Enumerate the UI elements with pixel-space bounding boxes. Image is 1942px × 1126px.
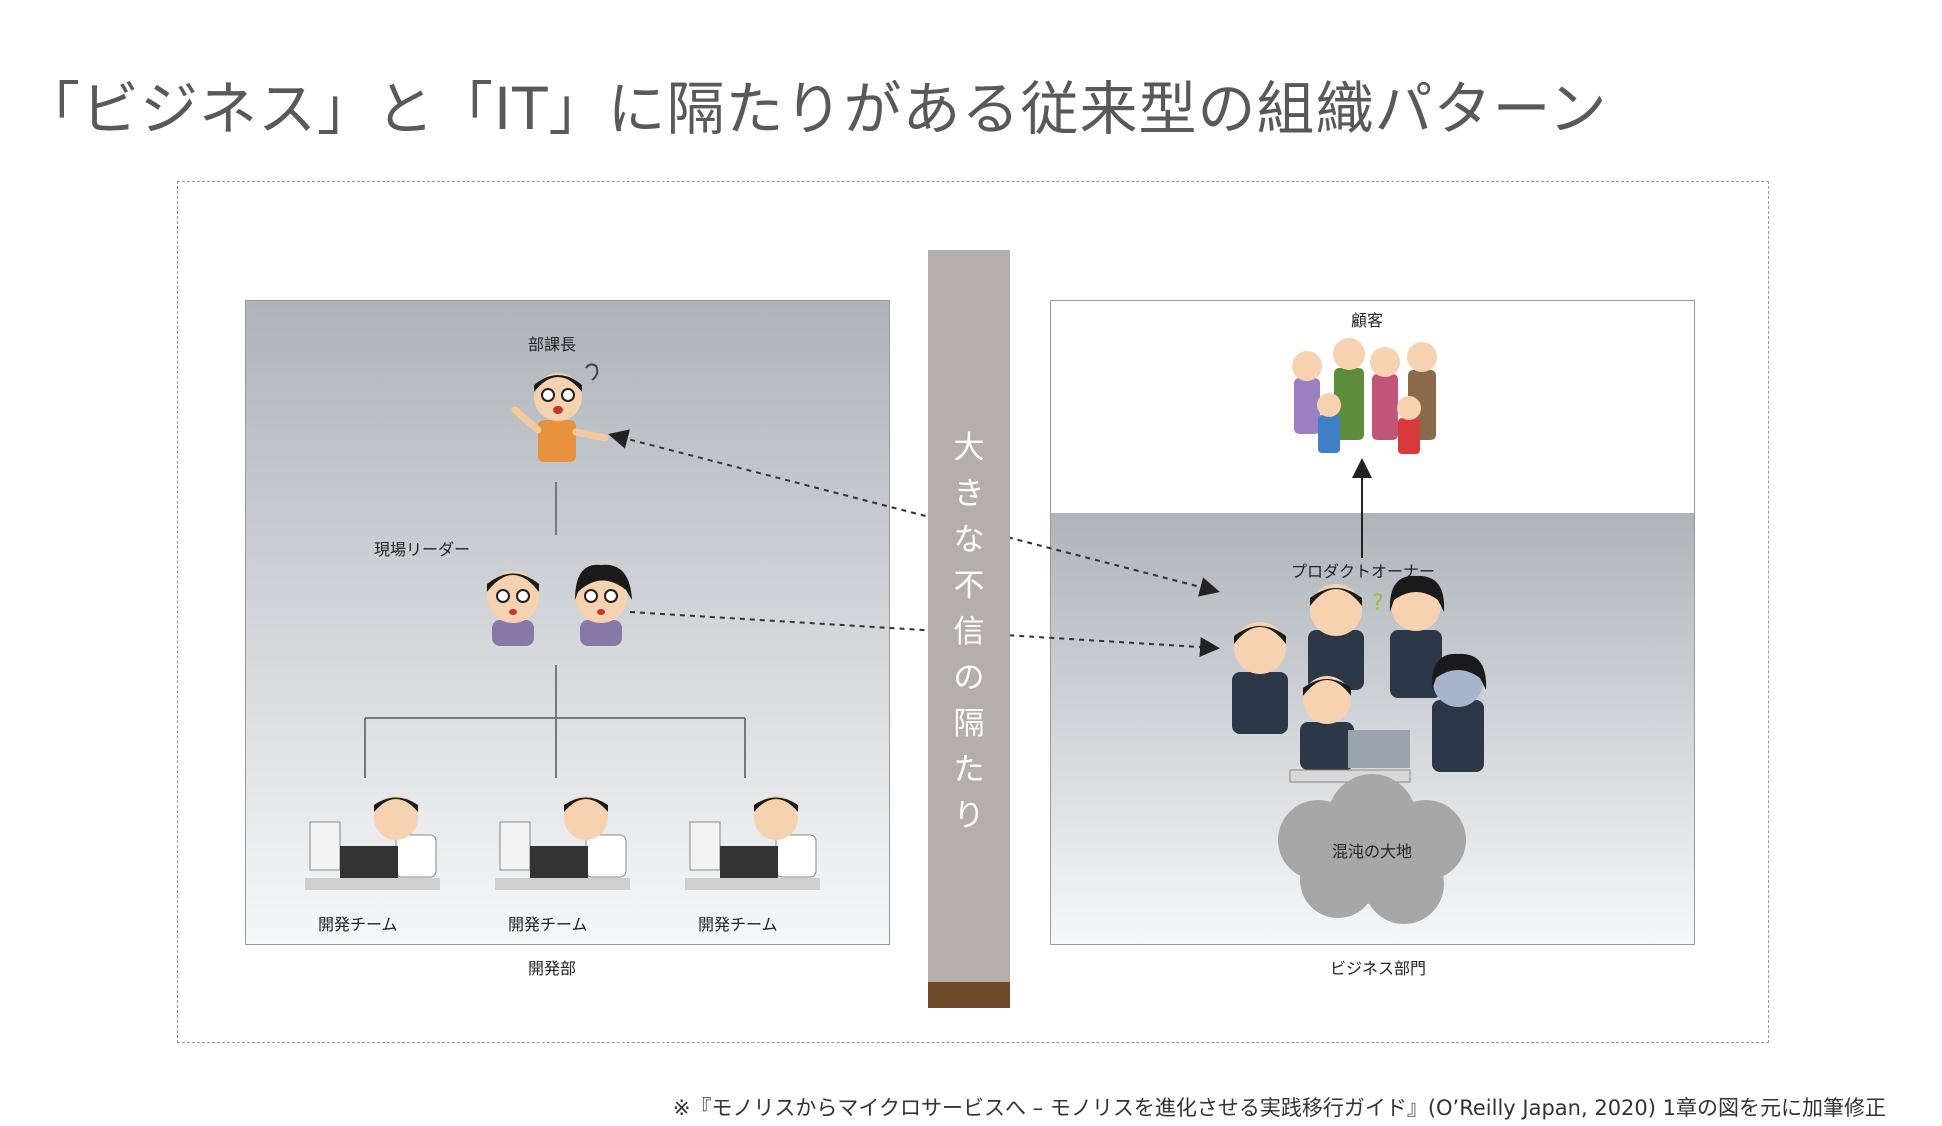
- manager-label: 部課長: [528, 335, 577, 354]
- wall-base-front: [928, 982, 1010, 1008]
- distrust-arrow-lower: [629, 611, 1220, 658]
- dev-team-3: [685, 796, 820, 890]
- wall-text-front: 大 き な 不 信 の 隔 た り: [953, 430, 985, 834]
- chaos-cloud-shape: [1278, 774, 1466, 924]
- source-caption: ※『モノリスからマイクロサービスへ – モノリスを進化させる実践移行ガイド』(O…: [672, 1096, 1886, 1120]
- svg-text:?: ?: [1372, 591, 1384, 616]
- manager-figure: [511, 363, 609, 462]
- product-owner-figures: ?: [1232, 575, 1487, 783]
- diagram-frame: [177, 181, 1769, 1043]
- team-label-2: 開発チーム: [508, 915, 588, 934]
- team-label-3: 開発チーム: [698, 915, 778, 934]
- product-owner-label: プロダクトオーナー: [1291, 562, 1436, 581]
- customers-figure: [1292, 338, 1437, 454]
- chaos-label: 混沌の大地: [1331, 842, 1412, 861]
- org-tree-lines: [364, 482, 746, 778]
- team-label-1: 開発チーム: [318, 915, 398, 934]
- leaders-label: 現場リーダー: [374, 540, 471, 559]
- leader-figure-1: [487, 571, 539, 646]
- distrust-arrow-upper: [608, 429, 1220, 597]
- dev-team-2: [495, 796, 630, 890]
- leader-figure-2: [575, 564, 632, 646]
- page-title: 「ビジネス」と「IT」に隔たりがある従来型の組織パターン: [22, 75, 1608, 143]
- business-department-label: ビジネス部門: [1330, 959, 1427, 978]
- dev-team-1: [305, 796, 440, 890]
- customers-label: 顧客: [1351, 311, 1384, 330]
- development-department-label: 開発部: [528, 959, 577, 978]
- distrust-wall-front: [928, 250, 1010, 1008]
